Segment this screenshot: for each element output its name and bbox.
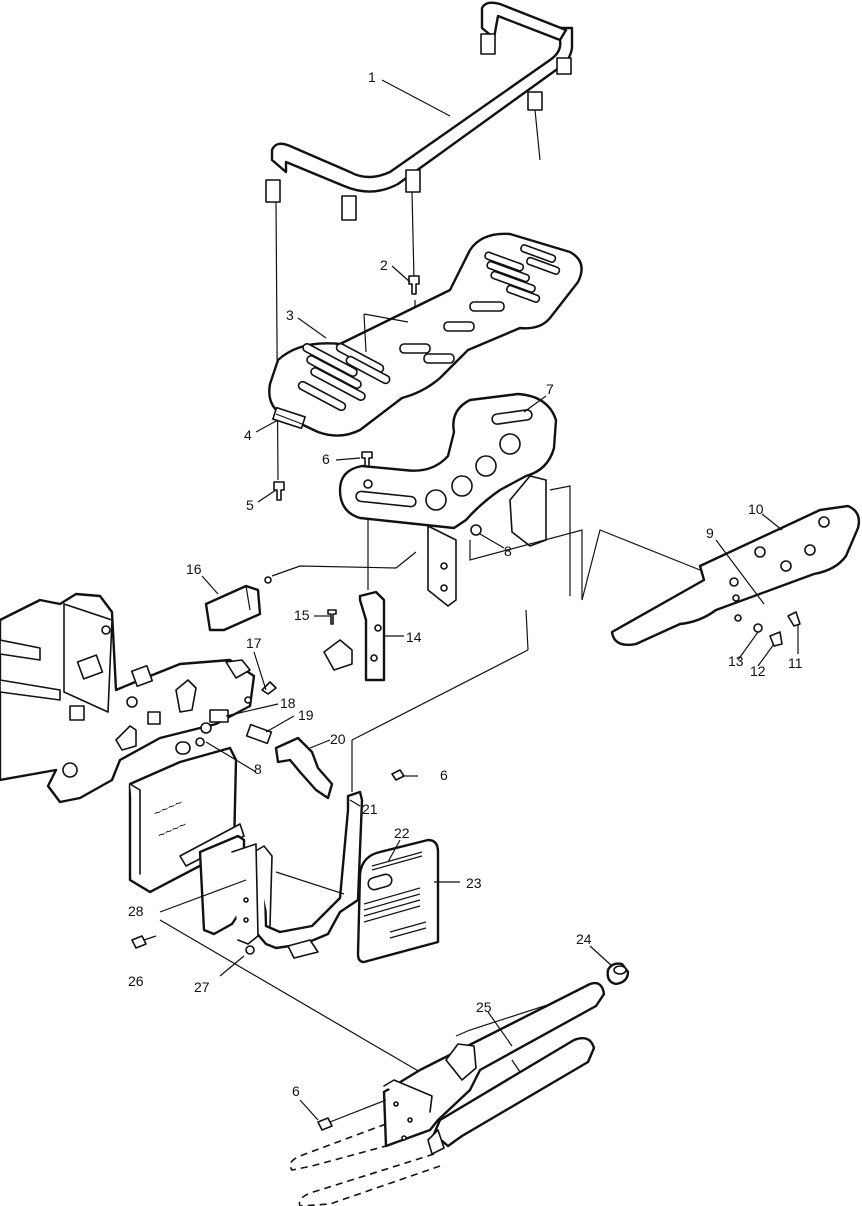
callout-10: 10 — [748, 501, 764, 517]
nut-part-8-lower — [195, 722, 212, 747]
callout-8-lower: 8 — [254, 761, 262, 777]
bumper-part-10 — [610, 504, 861, 646]
assembly-line — [411, 191, 415, 281]
connector-part-19 — [245, 723, 273, 745]
bolt-part-11 — [787, 611, 801, 627]
callout-5: 5 — [246, 497, 254, 513]
assembly-line — [159, 919, 421, 1073]
front-bumper-part-25 — [289, 981, 606, 1206]
assembly-line — [159, 879, 247, 913]
assembly-line — [275, 871, 345, 895]
callout-2: 2 — [380, 257, 388, 273]
panel-left — [198, 834, 259, 945]
assembly-line — [549, 485, 571, 596]
support-bracket-part-14 — [323, 520, 386, 682]
assembly-line — [275, 201, 279, 481]
callout-leaders — [201, 79, 799, 1047]
callout-22: 22 — [394, 825, 410, 841]
screw-part-6-lower — [317, 1099, 387, 1131]
callout-7: 7 — [546, 381, 554, 397]
bolt-part-26 — [131, 935, 157, 949]
screw-part-6-mid — [391, 769, 405, 781]
mudflap-part-23 — [356, 838, 440, 964]
atv-frame — [0, 592, 256, 804]
washer-part-27 — [245, 945, 255, 955]
bolt-part-2 — [408, 275, 420, 295]
rack-rail-part-1 — [265, 1, 574, 221]
callout-13: 13 — [728, 653, 744, 669]
callout-4: 4 — [244, 427, 252, 443]
rack-plate-slots — [297, 244, 561, 412]
warning-decal-part-22 — [363, 851, 427, 939]
callout-14: 14 — [406, 629, 422, 645]
callout-26: 26 — [128, 973, 144, 989]
callout-labels: 1 2 3 4 5 6 7 8 9 10 11 12 13 14 15 16 1… — [128, 69, 803, 1099]
callout-27: 27 — [194, 979, 210, 995]
callout-17: 17 — [246, 635, 262, 651]
callout-3: 3 — [286, 307, 294, 323]
callout-8-upper: 8 — [504, 543, 512, 559]
callout-28: 28 — [128, 903, 144, 919]
end-cap-part-24 — [606, 962, 630, 986]
callout-12: 12 — [750, 663, 766, 679]
callout-18: 18 — [280, 695, 296, 711]
callout-6-lower: 6 — [292, 1083, 300, 1099]
tail-light-part-16 — [204, 551, 417, 632]
callout-15: 15 — [294, 607, 310, 623]
nut-part-8-upper — [470, 524, 482, 536]
fastener-part-17 — [261, 681, 277, 695]
assembly-line — [469, 529, 701, 601]
washer-part-13 — [753, 623, 763, 633]
bolt-part-12 — [769, 631, 783, 647]
callout-6-upper: 6 — [322, 451, 330, 467]
screw-part-15 — [327, 609, 337, 625]
callout-9: 9 — [706, 525, 714, 541]
reflector-part-4 — [272, 406, 306, 430]
callout-25: 25 — [476, 999, 492, 1015]
rack-plate-part-3 — [268, 232, 583, 437]
callout-23: 23 — [466, 875, 482, 891]
callout-19: 19 — [298, 707, 314, 723]
callout-24: 24 — [576, 931, 592, 947]
callout-11: 11 — [788, 655, 803, 671]
callout-16: 16 — [186, 561, 202, 577]
bar-part-20 — [274, 736, 334, 800]
rack-bracket-part-7 — [338, 392, 558, 607]
callout-20: 20 — [330, 731, 346, 747]
callout-1: 1 — [368, 69, 376, 85]
callout-21: 21 — [362, 801, 378, 817]
callout-6-mid: 6 — [440, 767, 448, 783]
